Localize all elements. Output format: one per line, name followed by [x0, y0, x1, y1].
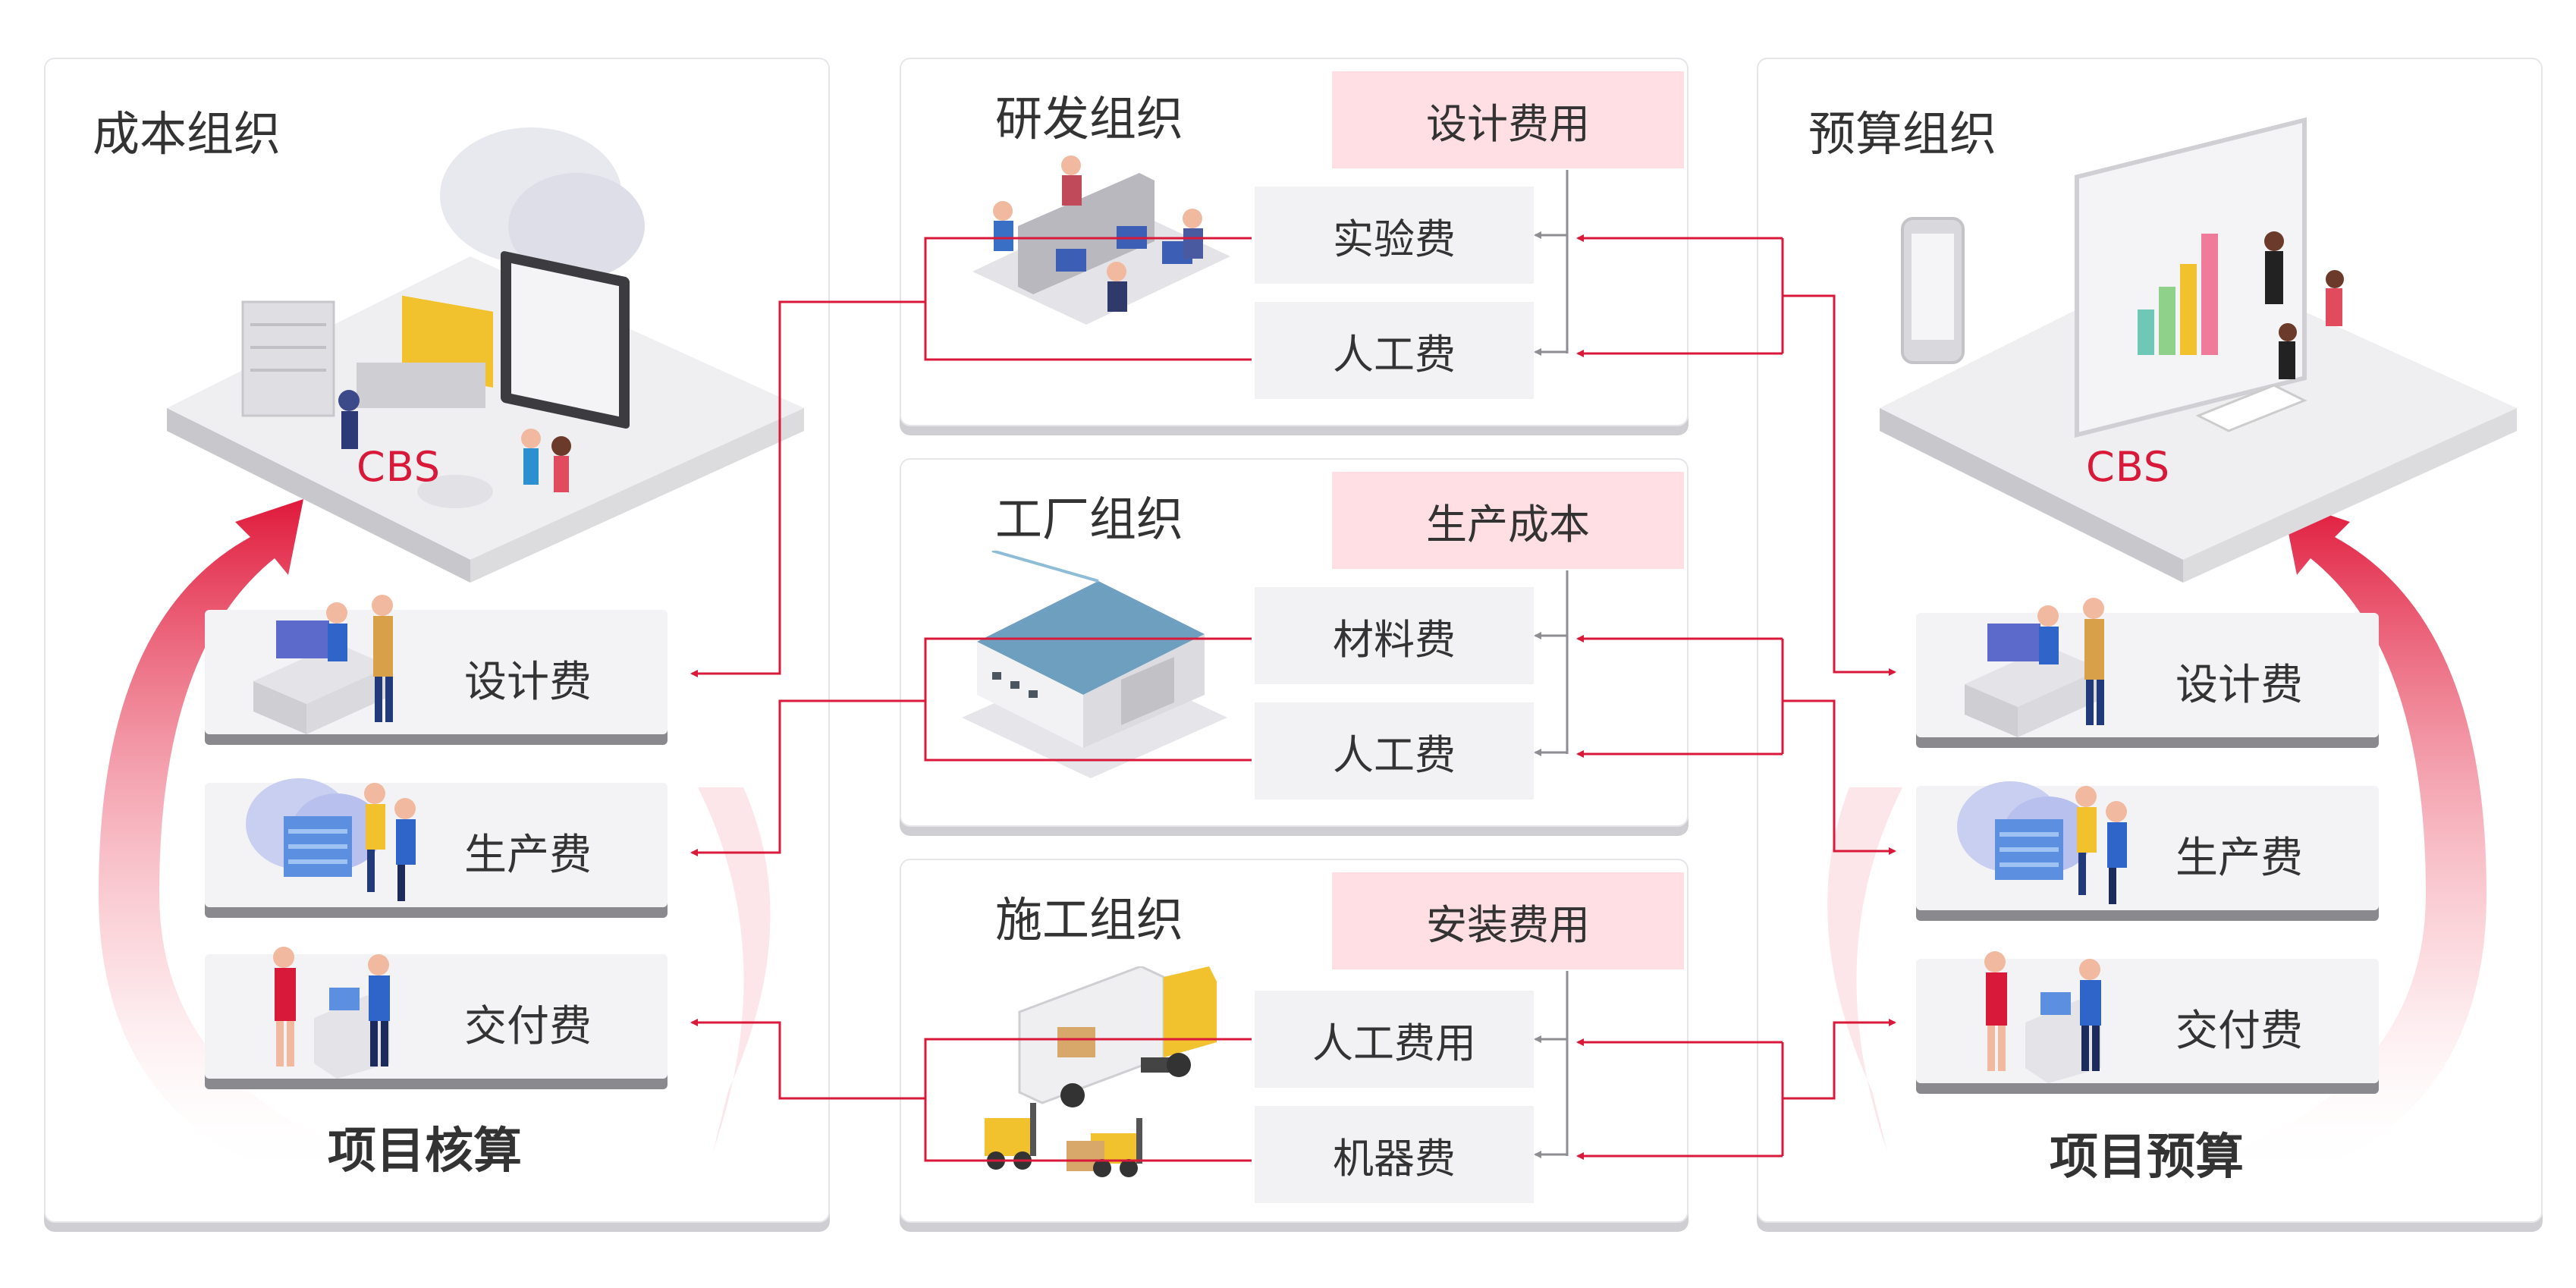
- item-label: 生产费: [2175, 834, 2303, 883]
- panel-title: 研发组织: [995, 91, 1184, 146]
- footer-label: 项目预算: [2050, 1129, 2244, 1186]
- panel-title: 预算组织: [1808, 106, 1997, 162]
- receptionist-icon: [273, 947, 390, 1079]
- cbs-label: CBS: [357, 443, 441, 491]
- panel-title: 成本组织: [93, 106, 281, 162]
- warehouse-icon: [962, 551, 1227, 778]
- item-label: 交付费: [2175, 1007, 2303, 1056]
- expense-item: 人工费用: [1255, 991, 1534, 1088]
- cost-item-design: 设计费: [205, 595, 668, 734]
- cost-item-delivery: 交付费: [205, 947, 668, 1079]
- panel-title: 施工组织: [995, 892, 1184, 947]
- analytics-dashboard-icon: [1880, 117, 2517, 583]
- item-label: 生产费: [464, 831, 592, 880]
- item-label: 设计费: [2175, 661, 2303, 710]
- computer-workspace-icon: [167, 127, 804, 583]
- footer-label: 项目核算: [328, 1123, 522, 1180]
- budget-item-delivery: 交付费: [1916, 951, 2379, 1083]
- flow-arc: [99, 499, 771, 1182]
- item-label: 设计费: [464, 658, 592, 707]
- panel-title: 工厂组织: [995, 492, 1184, 547]
- office-team-icon: [972, 156, 1230, 325]
- expense-item: 机器费: [1255, 1106, 1534, 1203]
- construction-organization-panel: 施工组织 安装费用 人工费用 机器费: [900, 859, 1689, 1223]
- expense-item: 材料费: [1255, 587, 1534, 684]
- designer-desk-icon: [253, 595, 393, 734]
- expense-item: 人工费: [1255, 702, 1534, 800]
- flow-arc: [1827, 499, 2486, 1182]
- budget-item-production: 生产费: [1916, 781, 2379, 910]
- receptionist-icon: [1984, 951, 2101, 1083]
- cloud-server-icon: [1957, 781, 2127, 904]
- factory-organization-panel: 工厂组织 生产成本 材料费 人工费: [900, 458, 1689, 827]
- budget-organization-panel: 预算组织: [1757, 58, 2543, 1223]
- expense-item: 人工费: [1255, 302, 1534, 399]
- budget-item-design: 设计费: [1916, 598, 2379, 737]
- category-chip: 安装费用: [1332, 872, 1684, 969]
- rd-organization-panel: 研发组织 设计费用 实验费 人工费: [900, 58, 1689, 426]
- expense-item: 实验费: [1255, 187, 1534, 284]
- cbs-label: CBS: [2086, 443, 2171, 491]
- category-chip: 生产成本: [1332, 472, 1684, 569]
- cost-item-production: 生产费: [205, 778, 668, 907]
- forklift-icon: [985, 1103, 1142, 1177]
- cost-organization-panel: 成本组织: [44, 58, 830, 1223]
- item-label: 交付费: [464, 1002, 592, 1051]
- cloud-server-icon: [246, 778, 416, 901]
- category-chip: 设计费用: [1332, 71, 1684, 168]
- designer-desk-icon: [1965, 598, 2104, 737]
